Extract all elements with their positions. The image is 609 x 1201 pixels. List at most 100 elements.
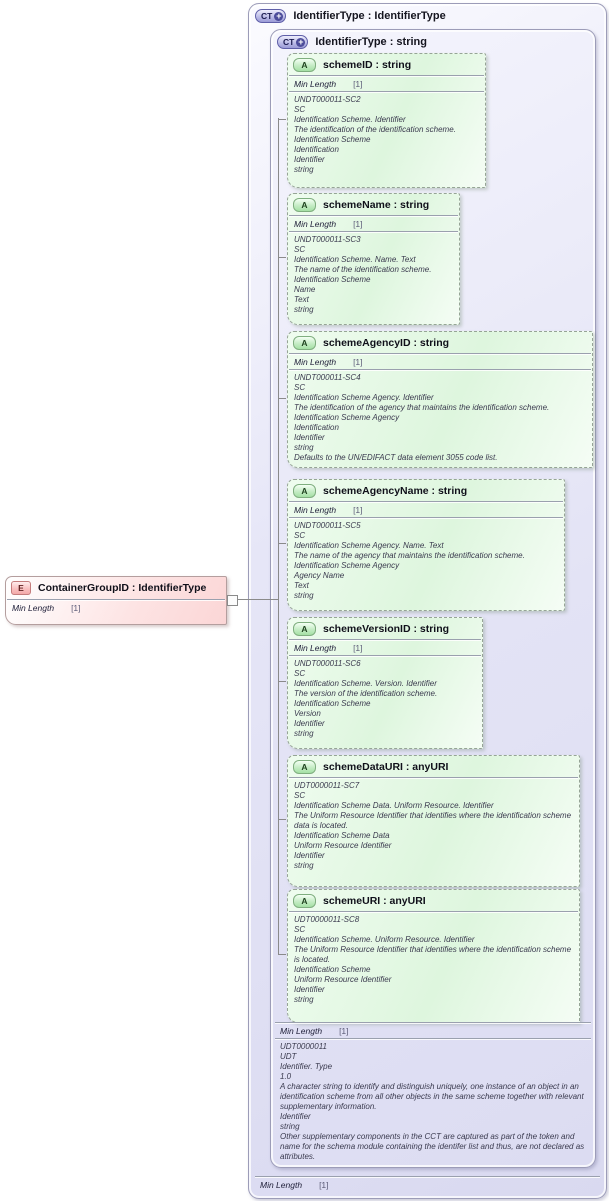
facet-value: [1]: [71, 602, 81, 613]
expand-icon[interactable]: +: [296, 36, 306, 47]
doc-line: SC: [294, 383, 306, 392]
attribute-icon: A: [293, 759, 316, 774]
connector-trunk-line: [278, 118, 279, 954]
attribute-icon: A: [293, 893, 316, 908]
doc-line: Identifier: [280, 1112, 311, 1121]
doc-line: A character string to identify and disti…: [280, 1082, 584, 1111]
attribute-title: schemeID : string: [323, 58, 412, 71]
doc-line: UDT0000011-SC8: [294, 915, 360, 924]
element-box-containergroupid[interactable]: E ContainerGroupID : IdentifierType Min …: [5, 576, 227, 625]
connector-line: [238, 599, 278, 600]
complextype-header: CT + IdentifierType : string: [271, 30, 595, 49]
attribute-icon: A: [293, 335, 316, 350]
doc-line: SC: [294, 531, 306, 540]
complextype-icon-label: CT: [261, 11, 273, 21]
attribute-facet-row: Min Length[1]: [288, 502, 564, 517]
attribute-title: schemeAgencyName : string: [323, 484, 468, 497]
divider: [289, 501, 563, 502]
divider: [275, 1038, 591, 1039]
attribute-title: schemeName : string: [323, 198, 430, 211]
doc-line: Identification Scheme Agency: [294, 561, 400, 570]
doc-line: Uniform Resource Identifier: [294, 975, 392, 984]
facet-name: Min Length: [294, 356, 337, 367]
doc-line: Name: [294, 285, 316, 294]
element-title: ContainerGroupID : IdentifierType: [38, 582, 207, 594]
doc-line: Identification Scheme: [294, 135, 371, 144]
attribute-icon: A: [293, 57, 316, 72]
doc-line: UNDT000011-SC4: [294, 373, 361, 382]
doc-line: string: [294, 861, 314, 870]
complextype-icon: CT +: [255, 9, 287, 23]
facet-name: Min Length: [260, 1179, 303, 1190]
doc-line: The name of the identification scheme.: [294, 265, 432, 274]
divider: [255, 1176, 600, 1177]
doc-line: Identifier: [294, 155, 325, 164]
element-facet-row: Min Length [1]: [6, 600, 226, 615]
doc-line: The Uniform Resource Identifier that ide…: [294, 811, 572, 830]
connector-branch-line: [278, 819, 286, 820]
doc-line: Identifier: [294, 719, 325, 728]
doc-line: Identification Scheme Data: [294, 831, 390, 840]
doc-line: UNDT000011-SC2: [294, 95, 361, 104]
doc-line: SC: [294, 791, 306, 800]
doc-line: The version of the identification scheme…: [294, 689, 438, 698]
divider: [289, 369, 591, 370]
complextype-icon: CT +: [277, 35, 309, 49]
doc-line: The Uniform Resource Identifier that ide…: [294, 945, 572, 964]
expand-icon[interactable]: +: [274, 10, 284, 21]
doc-line: The identification of the identification…: [294, 125, 456, 134]
facet-value: [1]: [353, 504, 363, 515]
divider: [289, 353, 591, 354]
divider: [289, 517, 563, 518]
facet-name: Min Length: [294, 218, 337, 229]
divider: [7, 599, 225, 600]
divider: [289, 655, 481, 656]
doc-line: Identification Scheme Data. Uniform Reso…: [294, 801, 494, 810]
doc-line: SC: [294, 925, 306, 934]
doc-line: Identification: [294, 423, 339, 432]
connector-branch-line: [278, 398, 286, 399]
divider: [289, 75, 484, 76]
doc-line: string: [280, 1122, 300, 1131]
outer-facet-section: Min Length [1]: [254, 1176, 601, 1192]
doc-line: string: [294, 995, 314, 1004]
divider: [289, 911, 578, 912]
doc-line: Identification Scheme: [294, 275, 371, 284]
complextype-title: IdentifierType : string: [315, 36, 427, 48]
facet-name: Min Length: [294, 642, 337, 653]
doc-line: Identifier: [294, 985, 325, 994]
doc-line: Identifier. Type: [280, 1062, 333, 1071]
facet-value: [1]: [319, 1179, 329, 1190]
attribute-facet-row: Min Length[1]: [288, 354, 592, 369]
connector-branch-line: [278, 257, 286, 258]
doc-line: The name of the agency that maintains th…: [294, 551, 525, 560]
outer-facet-row: Min Length [1]: [254, 1177, 601, 1192]
doc-line: UDT: [280, 1052, 297, 1061]
doc-line: string: [294, 591, 314, 600]
divider: [289, 231, 458, 232]
divider: [289, 91, 484, 92]
doc-line: string: [294, 443, 314, 452]
doc-line: Identification Scheme: [294, 965, 371, 974]
doc-line: UNDT000011-SC3: [294, 235, 361, 244]
doc-line: Identification Scheme Agency: [294, 413, 400, 422]
